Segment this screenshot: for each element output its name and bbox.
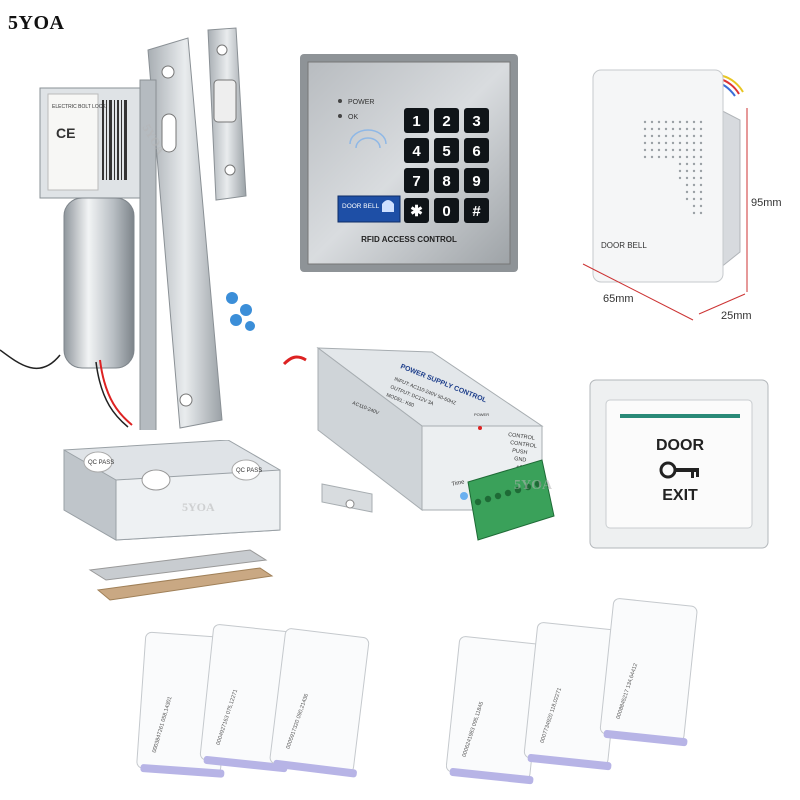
- keypad-key-label: ✱: [410, 203, 423, 220]
- keypad-key: 4: [404, 138, 429, 163]
- keypad-key-label: 0: [442, 203, 450, 220]
- bell-icon: [382, 200, 394, 212]
- keypad-key: 7: [404, 168, 429, 193]
- time-knob: [460, 492, 468, 500]
- svg-text:CE: CE: [56, 125, 75, 141]
- keypad-keys: 1 2 3 4 5 6 7 8 9 ✱ 0 #: [404, 108, 489, 223]
- brand-logo: 5YOA: [8, 12, 65, 34]
- mounting-bracket: QC PASS QC PASS: [63, 440, 281, 601]
- keypad-key-label: 8: [442, 173, 450, 190]
- qc-label-right: QC PASS: [236, 468, 262, 474]
- keypad-key-label: 6: [472, 143, 480, 160]
- keypad-key: ✱: [404, 198, 429, 223]
- keypad-key: 2: [434, 108, 459, 133]
- rfid-card: 0005917320 090,21436: [269, 628, 370, 778]
- power-supply: POWER SUPPLY CONTROL INPUT: AC110-240V 5…: [282, 347, 555, 541]
- rfid-card: 0007734920 118,02271: [523, 622, 622, 771]
- keypad-key: #: [464, 198, 489, 223]
- rfid-card: 0006241983 095,11845: [446, 636, 544, 785]
- keypad-key-label: 3: [472, 113, 480, 130]
- keypad-key-label: #: [472, 203, 481, 220]
- terminal-label: PUSH: [512, 448, 528, 456]
- key-icon: [659, 461, 699, 479]
- keypad-key: 1: [404, 108, 429, 133]
- time-label: Time: [451, 479, 466, 488]
- watermark-2: 5YOA: [514, 478, 553, 493]
- terminal-label: GND: [514, 456, 527, 464]
- dim-height: 95mm: [751, 197, 782, 209]
- qc-label-left: QC PASS: [88, 460, 114, 466]
- keypad-key-label: 4: [412, 143, 421, 160]
- keypad-key-label: 1: [412, 113, 420, 130]
- power-led-label: POWER: [474, 412, 489, 417]
- keypad-key-label: 2: [442, 113, 450, 130]
- terminal-label: CONTROL: [508, 432, 535, 442]
- power-led: [478, 426, 482, 430]
- exit-line1: DOOR: [656, 437, 704, 454]
- door-bell-text: DOOR BELL: [342, 203, 380, 210]
- terminal-block: [467, 459, 555, 541]
- strike-slot: [161, 113, 177, 153]
- keypad-key: 3: [464, 108, 489, 133]
- door-bell: DOOR BELL 95mm 65mm 25mm: [582, 69, 782, 322]
- rfid-wave-icon: [349, 129, 387, 145]
- door-bell-label: DOOR BELL: [601, 241, 647, 250]
- keypad-key: 6: [464, 138, 489, 163]
- keypad-key: 9: [464, 168, 489, 193]
- watermark-1: 5YOA: [182, 500, 215, 514]
- electric-bolt-lock: ELECTRIC BOLT LOCK CE: [0, 27, 255, 430]
- keypad-key-label: 9: [472, 173, 480, 190]
- dim-depth: 25mm: [721, 310, 752, 322]
- keypad-title: RFID ACCESS CONTROL: [361, 235, 457, 244]
- keypad-key-label: 7: [412, 173, 420, 190]
- keypad-key: 0: [434, 198, 459, 223]
- ok-indicator-label: OK: [348, 114, 358, 121]
- dim-width: 65mm: [603, 293, 634, 305]
- keypad-key-label: 5: [442, 143, 450, 160]
- exit-button: DOOR EXIT: [589, 379, 769, 549]
- keypad-key: 8: [434, 168, 459, 193]
- exit-line2: EXIT: [662, 487, 698, 504]
- power-indicator-label: POWER: [348, 99, 374, 106]
- keypad-key: 5: [434, 138, 459, 163]
- lock-label: ELECTRIC BOLT LOCK: [52, 104, 106, 110]
- terminal-label: CONTROL: [510, 440, 537, 450]
- rfid-keypad: POWER OK DOOR BELL 1 2 3 4 5 6 7 8 9 ✱ 0 # RFID ACC…: [300, 54, 518, 272]
- rfid-card: 0008845217 134,64412: [599, 598, 698, 747]
